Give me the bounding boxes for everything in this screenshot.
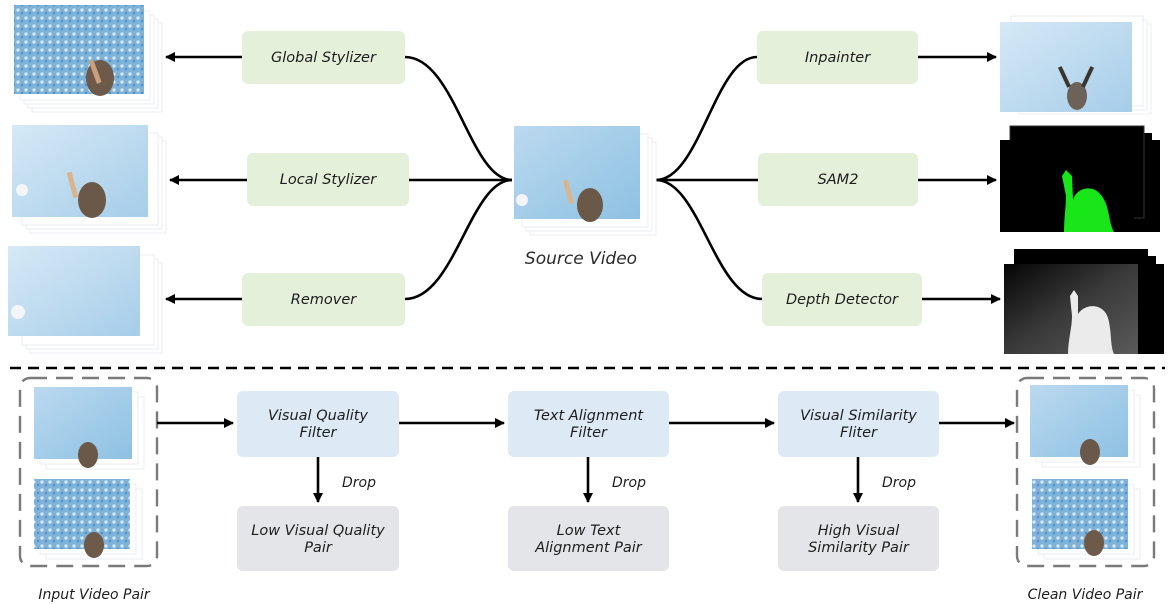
module-label: SAM2 [818, 172, 859, 188]
reject-label-line2: Alignment Pair [534, 540, 643, 556]
filter-label-line2: Filter [300, 425, 338, 441]
drop-label: Drop [342, 475, 376, 491]
filter-label-line1: Text Alignment [534, 408, 644, 424]
reject-label-line1: Low Text [557, 523, 622, 539]
module-local-stylizer: Local Stylizer [247, 153, 409, 206]
depth-video-thumbnail [1004, 249, 1164, 354]
module-global-stylizer: Global Stylizer [242, 31, 405, 84]
module-depth-detector: Depth Detector [762, 273, 922, 326]
input-video-pair-caption: Input Video Pair [38, 587, 151, 603]
module-label: Depth Detector [786, 292, 899, 308]
module-remover: Remover [242, 273, 405, 326]
clean-video-pair-caption: Clean Video Pair [1028, 587, 1144, 603]
filter-label-line2: Filter [570, 425, 608, 441]
removed-video-thumbnail [8, 246, 163, 354]
filter-label-line2: Fliter [840, 425, 878, 441]
module-label: Inpainter [805, 50, 871, 66]
local-stylized-video-thumbnail [12, 125, 167, 234]
drop-label: Drop [612, 475, 646, 491]
reject-label-line2: Similarity Pair [808, 540, 910, 556]
drop-label: Drop [882, 475, 916, 491]
module-label: Global Stylizer [271, 50, 377, 66]
module-sam2: SAM2 [758, 153, 918, 206]
reject-low-visual-quality: Low Visual Quality Pair [237, 506, 399, 571]
filter-visual-quality: Visual Quality Filter [237, 391, 399, 457]
global-stylized-video-thumbnail [14, 5, 163, 113]
module-label: Remover [291, 292, 357, 308]
reject-high-visual-similarity: High Visual Similarity Pair [778, 506, 939, 571]
reject-label-line2: Pair [304, 540, 333, 556]
reject-low-text-alignment: Low Text Alignment Pair [508, 506, 669, 571]
inpainted-video-thumbnail [1000, 15, 1152, 115]
filter-label-line1: Visual Quality [268, 408, 368, 424]
source-video-caption: Source Video [525, 249, 637, 269]
reject-label-line1: Low Visual Quality [251, 523, 385, 539]
person-mask-shape [1062, 170, 1114, 232]
reject-label-line1: High Visual [818, 523, 900, 539]
filter-flow-arrows [157, 418, 1015, 503]
module-label: Local Stylizer [280, 172, 378, 188]
top-connectors [165, 52, 1001, 304]
source-video-thumbnail [514, 126, 657, 236]
sam2-mask-video-thumbnail [1000, 125, 1160, 232]
filter-label-line1: Visual Similarity [800, 408, 917, 424]
clean-video-pair [1015, 376, 1156, 568]
filter-visual-similarity: Visual Similarity Fliter [778, 391, 939, 457]
input-video-pair [18, 376, 159, 568]
filter-text-alignment: Text Alignment Filter [508, 391, 669, 457]
module-inpainter: Inpainter [757, 31, 918, 84]
